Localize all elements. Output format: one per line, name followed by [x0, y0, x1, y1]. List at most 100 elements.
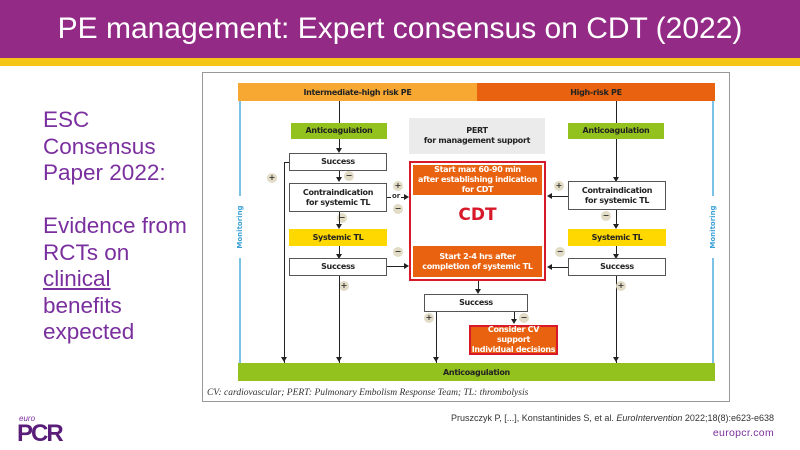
left-line: Paper 2022: — [43, 160, 166, 185]
cdt-start-late-box: Start 2-4 hrs after completion of system… — [413, 246, 542, 277]
minus-icon: − — [337, 213, 347, 223]
cdt-label: CDT — [458, 205, 497, 225]
arrow-down-icon — [433, 357, 439, 362]
arrow-down-icon — [613, 357, 619, 362]
monitoring-label-right: Monitoring — [709, 205, 717, 249]
minus-icon: − — [344, 171, 354, 181]
pert-subtitle: for management support — [423, 136, 531, 145]
left-line: ESC — [43, 107, 90, 132]
site-url[interactable]: europcr.com — [712, 427, 774, 439]
left-line: RCTs on — [43, 239, 130, 265]
connector — [551, 267, 568, 268]
monitoring-label-left: Monitoring — [236, 205, 244, 249]
spacer — [43, 187, 203, 214]
cv-support-box: Consider CV support Individual decisions — [469, 325, 558, 355]
right-anticoagulation-box: Anticoagulation — [568, 123, 664, 139]
center-success-box: Success — [424, 294, 528, 312]
left-systemic-tl-box: Systemic TL — [289, 229, 387, 246]
monitoring-line-left-bottom — [239, 258, 241, 363]
monitoring-line-right-top — [712, 101, 714, 196]
right-systemic-tl-box: Systemic TL — [568, 229, 666, 246]
arrow-left-icon — [547, 193, 552, 199]
slide-header: PE management: Expert consensus on CDT (… — [0, 0, 800, 58]
arrow-down-icon — [613, 224, 619, 229]
minus-icon: − — [519, 313, 529, 323]
band-high-risk: High-risk PE — [477, 83, 715, 101]
left-anticoagulation-box: Anticoagulation — [291, 123, 387, 139]
arrow-down-icon — [281, 357, 287, 362]
or-label: or — [391, 192, 402, 200]
monitoring-line-right-bottom — [712, 258, 714, 363]
arrow-down-icon — [511, 319, 517, 324]
citation-journal: EuroIntervention — [616, 413, 683, 423]
cdt-start2-line1: Start 2-4 hrs after — [439, 251, 516, 261]
connector — [339, 212, 340, 227]
plus-icon: + — [554, 181, 564, 191]
arrow-down-icon — [336, 148, 342, 153]
connector — [616, 276, 617, 363]
left-success-box-1: Success — [289, 153, 387, 171]
arrow-down-icon — [613, 254, 619, 259]
plus-icon: + — [267, 173, 277, 183]
plus-icon: + — [424, 313, 434, 323]
arrow-down-icon — [336, 177, 342, 182]
connector — [387, 266, 405, 267]
cdt-start-early-box: Start max 60-90 min after establishing i… — [413, 165, 542, 195]
plus-icon: + — [393, 181, 403, 191]
arrow-right-icon — [404, 194, 409, 200]
connector — [284, 162, 285, 363]
contra-line1: Contraindication — [581, 185, 653, 195]
contra-line1: Contraindication — [302, 187, 374, 197]
connector — [478, 281, 479, 292]
cdt-start2-line2: completion of systemic TL — [422, 261, 533, 271]
cv-line2: Individual decisions — [471, 345, 556, 354]
connector — [339, 246, 340, 257]
plus-icon: + — [616, 281, 626, 291]
arrow-right-icon — [404, 263, 409, 269]
header-stripe — [0, 58, 800, 66]
contra-line2: for systemic TL — [305, 197, 371, 207]
europcr-logo: PCR — [17, 420, 64, 447]
connector — [514, 312, 515, 322]
citation: Pruszczyk P, [...], Konstantinides S, et… — [451, 413, 774, 423]
arrow-down-icon — [336, 254, 342, 259]
citation-ref: 2022;18(8):e623-e638 — [682, 413, 774, 423]
minus-icon: − — [555, 247, 565, 257]
arrow-left-icon — [547, 264, 552, 270]
minus-icon: − — [393, 247, 403, 257]
figure-caption: CV: cardiovascular; PERT: Pulmonary Embo… — [207, 388, 529, 398]
right-success-box: Success — [568, 258, 666, 276]
plus-icon: + — [339, 281, 349, 291]
cdt-start1-line1: Start max 60-90 min — [434, 165, 521, 174]
connector — [616, 210, 617, 227]
band-intermediate-high-risk: Intermediate-high risk PE — [238, 83, 477, 101]
minus-icon: − — [601, 211, 611, 221]
logo-euro-text: euro — [19, 414, 36, 423]
connector — [284, 162, 289, 163]
connector — [339, 171, 340, 180]
flowchart-figure: Intermediate-high risk PE High-risk PE M… — [202, 72, 730, 402]
connector — [339, 276, 340, 363]
connector — [616, 101, 617, 123]
arrow-down-icon — [475, 289, 481, 294]
left-line-underlined: clinical — [43, 266, 111, 291]
left-line: Consensus — [43, 133, 156, 159]
connector — [339, 101, 340, 123]
cdt-start1-line2: after establishing indication for CDT — [418, 175, 537, 194]
right-contraindication-box: Contraindication for systemic TL — [568, 181, 666, 210]
pert-box: PERT for management support — [409, 118, 545, 154]
left-line: expected — [43, 319, 135, 344]
pert-title: PERT — [466, 126, 488, 135]
cv-line1: Consider CV support — [487, 325, 540, 344]
contra-line2: for systemic TL — [584, 195, 650, 205]
connector — [616, 139, 617, 178]
connector — [616, 246, 617, 257]
monitoring-line-left-top — [239, 101, 241, 196]
arrow-down-icon — [336, 224, 342, 229]
left-line: benefits — [43, 292, 122, 318]
citation-authors: Pruszczyk P, [...], Konstantinides S, et… — [450, 413, 617, 423]
left-text-panel: ESC Consensus Paper 2022: Evidence from … — [43, 107, 203, 346]
arrow-down-icon — [613, 177, 619, 182]
minus-icon: − — [393, 204, 403, 214]
left-line: Evidence from — [43, 213, 187, 238]
